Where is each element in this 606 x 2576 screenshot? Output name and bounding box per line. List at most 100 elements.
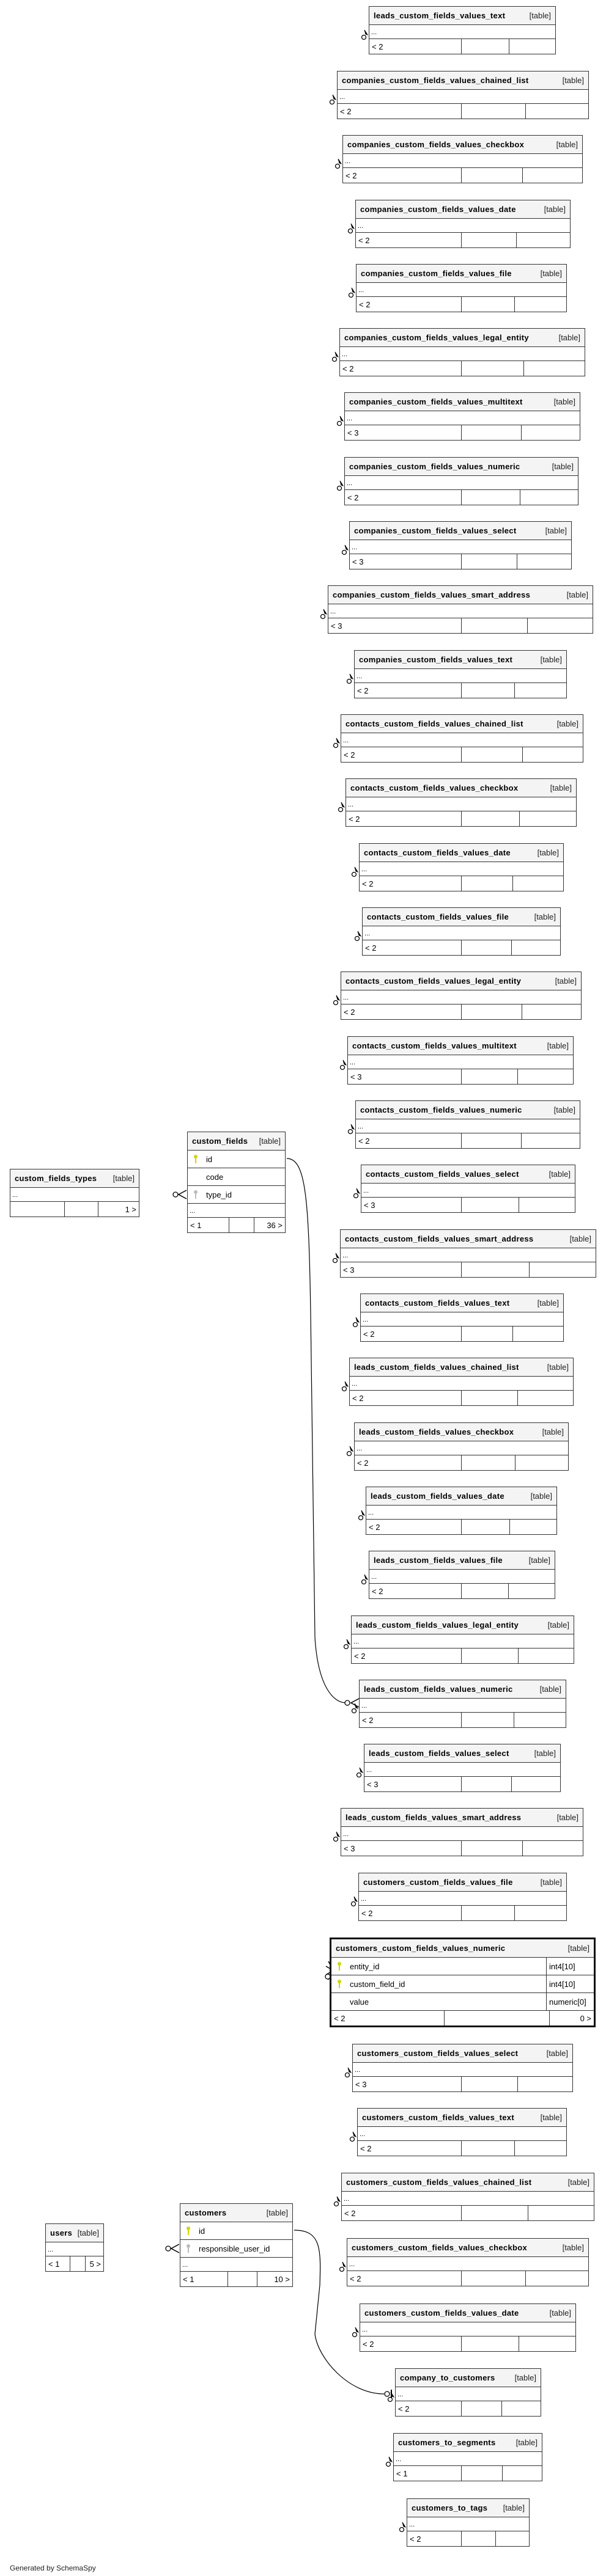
children-count[interactable] [519, 1198, 575, 1212]
table-header[interactable]: users[table] [46, 2224, 103, 2242]
children-count[interactable] [509, 39, 556, 54]
table-header[interactable]: leads_custom_fields_values_file[table] [369, 1551, 555, 1570]
table-header[interactable]: custom_fields_types[table] [10, 1169, 139, 1188]
table-header[interactable]: companies_custom_fields_values_numeric[t… [345, 458, 578, 476]
table-name[interactable]: companies_custom_fields_values_legal_ent… [344, 333, 529, 342]
more-columns[interactable]: ... [355, 1441, 568, 1455]
more-columns[interactable]: ... [360, 862, 563, 876]
table-header[interactable]: contacts_custom_fields_values_checkbox[t… [346, 779, 576, 797]
children-count[interactable] [496, 2531, 529, 2546]
children-count[interactable]: 1 > [125, 1204, 136, 1214]
table-contacts-custom-fields-values-file[interactable]: contacts_custom_fields_values_file[table… [362, 907, 561, 956]
children-count[interactable] [526, 2271, 589, 2286]
table-header[interactable]: companies_custom_fields_values_file[tabl… [357, 265, 566, 283]
table-header[interactable]: customers_custom_fields_values_chained_l… [342, 2173, 594, 2192]
table-leads-custom-fields-values-numeric[interactable]: leads_custom_fields_values_numeric[table… [359, 1680, 566, 1728]
parents-count[interactable]: < 2 [343, 168, 462, 183]
column-row[interactable]: id [188, 1151, 285, 1168]
more-columns[interactable]: ... [342, 2192, 594, 2206]
table-header[interactable]: contacts_custom_fields_values_date[table… [360, 844, 563, 862]
parents-count[interactable]: < 2 [355, 1455, 462, 1470]
parents-count[interactable]: < 2 [396, 2401, 462, 2416]
table-name[interactable]: contacts_custom_fields_values_smart_addr… [345, 1234, 534, 1243]
table-name[interactable]: companies_custom_fields_values_date [360, 205, 516, 214]
more-columns[interactable]: ... [355, 669, 566, 683]
table-contacts-custom-fields-values-multitext[interactable]: contacts_custom_fields_values_multitext[… [347, 1036, 574, 1085]
table-contacts-custom-fields-values-text[interactable]: contacts_custom_fields_values_text[table… [360, 1293, 564, 1342]
more-columns[interactable]: ... [341, 733, 583, 747]
more-columns[interactable]: ... [352, 1634, 574, 1648]
table-name[interactable]: contacts_custom_fields_values_checkbox [350, 783, 519, 792]
more-columns[interactable]: ... [369, 1570, 555, 1584]
table-leads-custom-fields-values-text[interactable]: leads_custom_fields_values_text[table]..… [369, 6, 556, 54]
parents-count[interactable]: < 3 [353, 2077, 462, 2091]
parents-count[interactable]: < 3 [341, 1262, 462, 1277]
table-header[interactable]: leads_custom_fields_values_text[table] [369, 7, 555, 25]
more-columns[interactable]: ... [10, 1188, 139, 1202]
table-header[interactable]: leads_custom_fields_values_date[table] [366, 1487, 556, 1506]
more-columns[interactable]: ... [369, 25, 555, 39]
children-count[interactable] [503, 2466, 542, 2481]
table-header[interactable]: customers_custom_fields_values_text[tabl… [358, 2109, 566, 2127]
parents-count[interactable]: < 3 [361, 1198, 462, 1212]
table-name[interactable]: custom_fields_types [15, 1174, 97, 1183]
table-name[interactable]: companies_custom_fields_values_file [361, 269, 512, 278]
table-companies-custom-fields-values-text[interactable]: companies_custom_fields_values_text[tabl… [354, 650, 567, 698]
more-columns[interactable]: ... [364, 1763, 560, 1777]
more-columns[interactable]: ... [363, 926, 560, 940]
children-count[interactable]: 5 > [89, 2259, 101, 2269]
children-count[interactable] [518, 2077, 573, 2091]
parents-count[interactable]: < 1 [180, 2272, 228, 2286]
table-name[interactable]: customers_to_segments [398, 2438, 496, 2447]
table-header[interactable]: companies_custom_fields_values_date[tabl… [356, 200, 570, 219]
parents-count[interactable]: < 3 [328, 618, 462, 633]
column-name[interactable]: id [199, 2226, 205, 2236]
table-contacts-custom-fields-values-chained-list[interactable]: contacts_custom_fields_values_chained_li… [341, 714, 583, 763]
parents-count[interactable]: < 2 [338, 104, 462, 119]
table-contacts-custom-fields-values-smart-address[interactable]: contacts_custom_fields_values_smart_addr… [340, 1229, 596, 1278]
table-companies-custom-fields-values-date[interactable]: companies_custom_fields_values_date[tabl… [355, 200, 571, 248]
table-name[interactable]: companies_custom_fields_values_checkbox [347, 140, 525, 149]
table-companies-custom-fields-values-checkbox[interactable]: companies_custom_fields_values_checkbox[… [342, 135, 583, 183]
parents-count[interactable]: < 3 [348, 1069, 462, 1084]
parents-count[interactable]: < 3 [350, 554, 462, 569]
table-leads-custom-fields-values-chained-list[interactable]: leads_custom_fields_values_chained_list[… [349, 1358, 574, 1406]
parents-count[interactable]: < 1 [188, 1218, 229, 1232]
children-count[interactable] [513, 876, 563, 891]
parents-count[interactable]: < 2 [356, 233, 462, 247]
table-header[interactable]: companies_custom_fields_values_select[ta… [350, 522, 571, 540]
more-columns[interactable]: ... [338, 90, 588, 104]
children-count[interactable] [518, 1391, 573, 1405]
table-header[interactable]: customers_custom_fields_values_file[tabl… [359, 1873, 566, 1892]
table-contacts-custom-fields-values-select[interactable]: contacts_custom_fields_values_select[tab… [361, 1165, 575, 1213]
children-count[interactable] [519, 2336, 575, 2351]
more-columns[interactable]: ... [350, 540, 571, 554]
table-leads-custom-fields-values-select[interactable]: leads_custom_fields_values_select[table]… [364, 1744, 561, 1792]
table-name[interactable]: contacts_custom_fields_values_legal_enti… [345, 976, 522, 986]
children-count[interactable] [528, 618, 593, 633]
table-header[interactable]: customers_custom_fields_values_numeric[t… [331, 1939, 594, 1958]
parents-count[interactable]: < 2 [357, 297, 462, 312]
table-customers-custom-fields-values-date[interactable]: customers_custom_fields_values_date[tabl… [360, 2303, 576, 2352]
table-header[interactable]: leads_custom_fields_values_chained_list[… [350, 1358, 573, 1377]
table-name[interactable]: contacts_custom_fields_values_select [366, 1169, 519, 1179]
table-custom-fields-types[interactable]: custom_fields_types[table]... 1 > [10, 1169, 139, 1217]
column-row[interactable]: type_id [188, 1186, 285, 1204]
table-header[interactable]: contacts_custom_fields_values_multitext[… [348, 1037, 573, 1055]
children-count[interactable] [520, 490, 578, 505]
table-name[interactable]: customers_custom_fields_values_text [362, 2113, 514, 2122]
parents-count[interactable]: < 2 [361, 1326, 462, 1341]
table-customers-to-tags[interactable]: customers_to_tags[table]...< 2 [407, 2498, 530, 2547]
parents-count[interactable]: < 2 [407, 2531, 462, 2546]
table-companies-custom-fields-values-legal-entity[interactable]: companies_custom_fields_values_legal_ent… [339, 328, 585, 376]
table-header[interactable]: contacts_custom_fields_values_text[table… [361, 1294, 563, 1312]
children-count[interactable] [523, 1841, 583, 1856]
table-companies-custom-fields-values-multitext[interactable]: companies_custom_fields_values_multitext… [344, 392, 580, 441]
parents-count[interactable]: < 2 [346, 811, 462, 826]
more-columns[interactable]: ... [356, 1119, 580, 1133]
